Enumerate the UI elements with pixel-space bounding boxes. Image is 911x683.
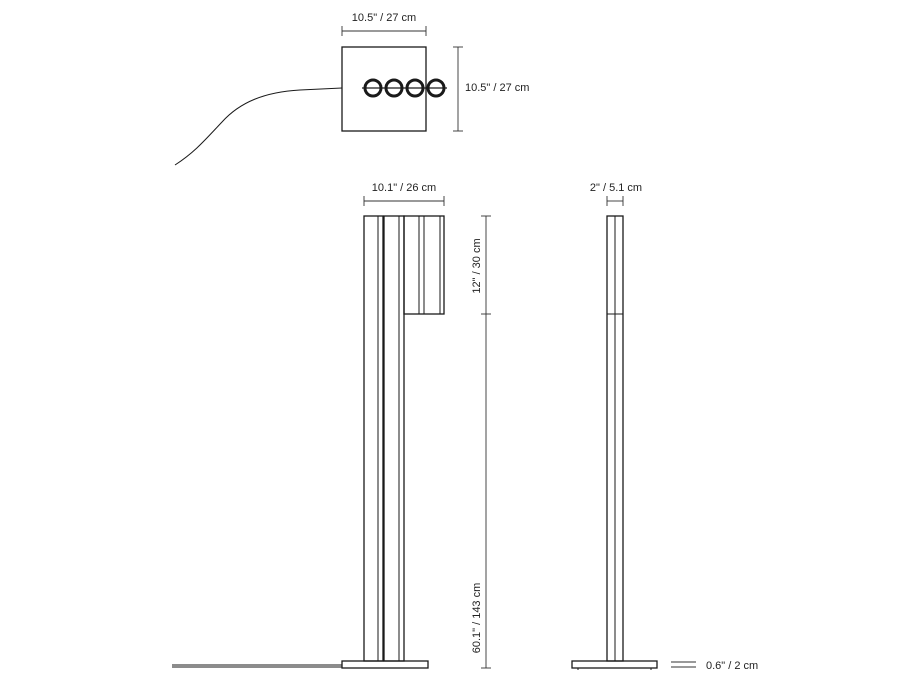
- top-depth-label: 10.5" / 27 cm: [465, 82, 529, 94]
- front-width-dimension: [363, 196, 445, 206]
- base-thickness-dimension: [671, 661, 696, 668]
- total-height-label: 60.1" / 143 cm: [471, 583, 483, 654]
- front-column-mid: [383, 215, 405, 662]
- side-width-label: 2" / 5.1 cm: [590, 182, 642, 194]
- front-height-dimension: [481, 215, 491, 669]
- head-height-label: 12" / 30 cm: [471, 238, 483, 293]
- top-view-base: [341, 46, 427, 132]
- base-thickness-label: 0.6" / 2 cm: [706, 660, 758, 672]
- side-view-base: [571, 660, 658, 669]
- side-view: 2" / 5.1 cm 0.6" / 2 cm: [571, 182, 758, 672]
- top-width-label: 10.5" / 27 cm: [352, 12, 416, 24]
- top-view-cable: [174, 87, 343, 166]
- front-view: 10.1" / 26 cm 12" / 30 cm 60.1" / 143 cm: [172, 182, 491, 669]
- side-width-dimension: [606, 196, 624, 206]
- top-width-dimension: [341, 26, 427, 36]
- top-depth-dimension: [453, 46, 463, 132]
- front-width-label: 10.1" / 26 cm: [372, 182, 436, 194]
- front-view-base: [341, 660, 429, 669]
- top-view-rings: [362, 78, 447, 98]
- top-view: 10.5" / 27 cm 10.5" / 27 cm: [174, 12, 529, 166]
- front-column-left: [363, 215, 384, 662]
